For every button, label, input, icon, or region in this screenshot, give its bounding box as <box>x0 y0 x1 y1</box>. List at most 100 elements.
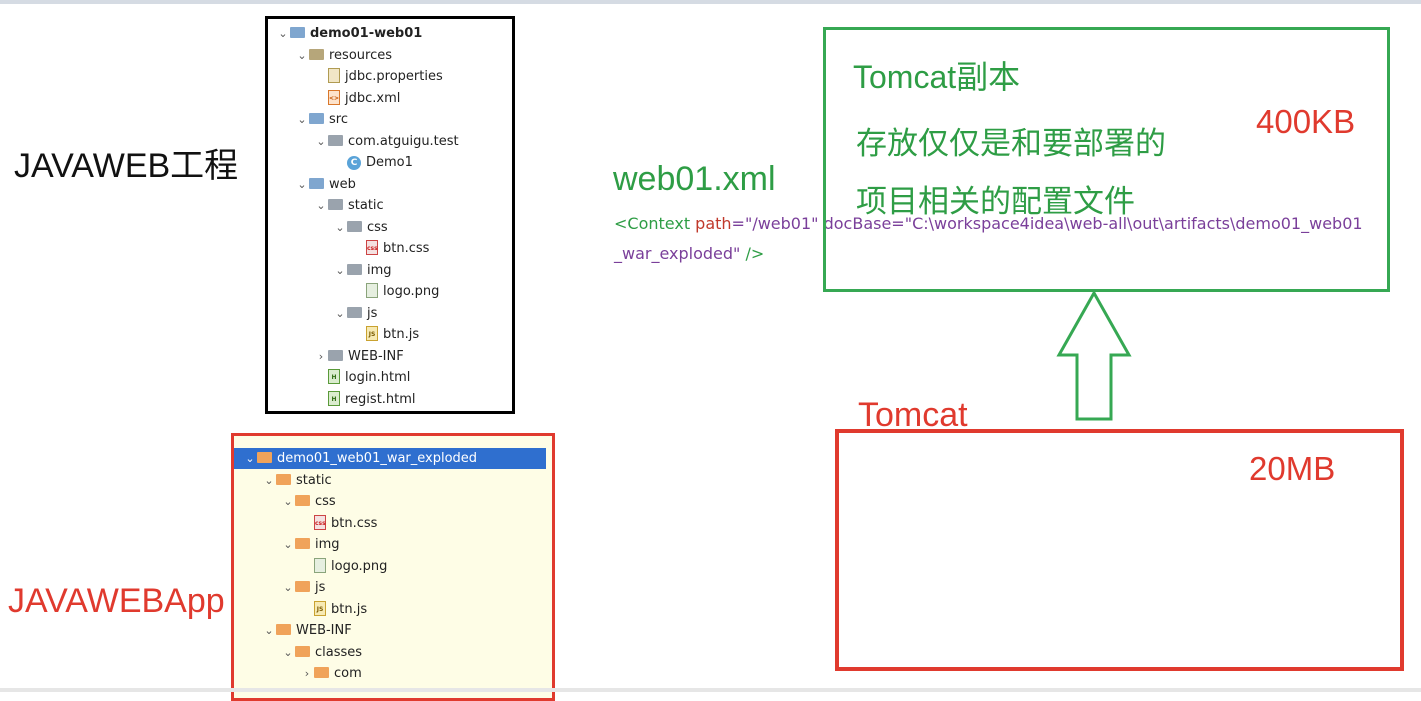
web-folder-icon <box>309 177 324 189</box>
tree-row[interactable]: logo.png <box>300 556 387 577</box>
folder-icon <box>295 538 310 549</box>
tree-row[interactable]: ⌄img <box>281 534 339 555</box>
chevron-right-icon[interactable]: › <box>318 349 324 363</box>
tree-row-label: com <box>334 666 362 681</box>
tree-row-label: logo.png <box>331 558 388 574</box>
xml-file-title: web01.xml <box>613 160 776 198</box>
tree-row-label: resources <box>329 47 393 63</box>
tree-row-label: demo01-web01 <box>310 26 423 41</box>
tree-row-label: css <box>315 494 336 509</box>
tomcat-size: 20MB <box>1249 450 1336 487</box>
tomcat-copy-box <box>823 27 1390 292</box>
app-label: JAVAWEBApp <box>8 582 225 620</box>
resources-folder-icon <box>309 48 324 60</box>
tree-row[interactable]: ⌄ resources <box>295 45 392 66</box>
chevron-down-icon[interactable]: ⌄ <box>297 48 307 62</box>
tree-row[interactable]: ⌄ demo01-web01 <box>276 23 422 44</box>
chevron-down-icon[interactable]: ⌄ <box>297 113 307 126</box>
chevron-down-icon[interactable]: ⌄ <box>283 645 293 659</box>
chevron-down-icon[interactable]: ⌄ <box>245 452 255 465</box>
up-arrow-icon <box>1056 290 1132 421</box>
xml-token: _war_exploded" <box>614 244 746 263</box>
chevron-right-icon[interactable]: › <box>304 667 310 680</box>
tree-row[interactable]: › com <box>300 663 362 684</box>
chevron-down-icon[interactable]: ⌄ <box>335 263 345 277</box>
top-divider <box>0 0 1421 4</box>
tree-row-label: logo.png <box>383 284 440 299</box>
chevron-down-icon[interactable]: ⌄ <box>316 199 326 212</box>
tree-row[interactable]: ⌄ src <box>295 109 348 130</box>
tree-row[interactable]: logo.png <box>352 281 439 302</box>
folder-icon <box>347 220 362 232</box>
tree-row-label: src <box>329 112 348 127</box>
tree-row[interactable]: ⌄ css <box>281 491 336 512</box>
module-folder-icon <box>290 27 305 38</box>
tree-row-label: regist.html <box>345 391 416 407</box>
bottom-divider <box>0 688 1421 692</box>
image-file-icon <box>366 283 378 298</box>
context-config-line-1: <Context path="/web01" docBase="C:\works… <box>614 214 1363 233</box>
tree-row-label: btn.css <box>331 515 378 531</box>
project-label: JAVAWEB工程 <box>14 147 239 185</box>
package-icon <box>328 134 343 146</box>
tree-row-label: web <box>329 176 356 192</box>
tree-row[interactable]: ⌄ classes <box>281 642 362 663</box>
tree-row-label: jdbc.properties <box>345 69 443 84</box>
html-file-icon: H <box>328 390 340 406</box>
source-folder-icon <box>309 113 324 124</box>
tree-row[interactable]: ⌄WEB-INF <box>262 620 351 641</box>
tree-row[interactable]: ⌄js <box>281 577 325 598</box>
tree-row[interactable]: <> jdbc.xml <box>314 88 400 109</box>
tree-row[interactable]: ⌄img <box>333 260 391 281</box>
js-file-icon: JS <box>366 326 378 341</box>
xml-token: ="/web01" <box>731 214 824 233</box>
tree-row[interactable]: ⌄static <box>262 470 331 491</box>
chevron-down-icon[interactable]: ⌄ <box>264 473 274 487</box>
tree-row-label: jdbc.xml <box>345 90 401 106</box>
tree-row-label: classes <box>315 644 363 660</box>
folder-icon <box>257 452 272 463</box>
chevron-down-icon[interactable]: ⌄ <box>316 134 326 148</box>
tomcat-copy-size: 400KB <box>1256 103 1356 140</box>
xml-token: docBase <box>823 214 892 233</box>
tree-row[interactable]: › WEB-INF <box>314 346 404 367</box>
chevron-down-icon[interactable]: ⌄ <box>278 27 288 40</box>
tree-row[interactable]: ⌄ static <box>314 195 384 216</box>
chevron-down-icon[interactable]: ⌄ <box>283 495 293 508</box>
tree-row[interactable]: ⌄ web <box>295 174 356 195</box>
chevron-down-icon[interactable]: ⌄ <box>283 581 293 594</box>
tree-row[interactable]: jdbc.properties <box>314 66 443 87</box>
tree-row-label: css <box>367 219 388 235</box>
tree-row[interactable]: ⌄js <box>333 303 377 324</box>
js-file-icon: JS <box>314 600 326 616</box>
folder-icon <box>328 349 343 361</box>
tree-row-label: static <box>348 198 384 213</box>
tree-row-label: login.html <box>345 370 411 385</box>
tomcat-copy-description-2: 项目相关的配置文件 <box>856 184 1135 220</box>
xml-file-icon: <> <box>328 89 340 105</box>
tree-row-label: btn.css <box>383 241 430 256</box>
xml-token: /> <box>745 244 765 263</box>
folder-icon <box>314 667 329 678</box>
tree-row[interactable]: ⌄demo01_web01_war_exploded <box>234 448 546 469</box>
chevron-down-icon[interactable]: ⌄ <box>297 177 307 191</box>
folder-icon <box>295 495 310 506</box>
folder-icon <box>328 199 343 210</box>
tree-row-label: WEB-INF <box>348 348 404 364</box>
tree-row[interactable]: ⌄ css <box>333 217 388 238</box>
tree-row[interactable]: ⌄com.atguigu.test <box>314 131 458 152</box>
chevron-down-icon[interactable]: ⌄ <box>283 538 293 551</box>
chevron-down-icon[interactable]: ⌄ <box>335 306 345 320</box>
xml-token: path <box>695 214 732 233</box>
chevron-down-icon[interactable]: ⌄ <box>264 624 274 637</box>
tomcat-copy-title: Tomcat副本 <box>853 59 1021 95</box>
chevron-down-icon[interactable]: ⌄ <box>335 220 345 234</box>
